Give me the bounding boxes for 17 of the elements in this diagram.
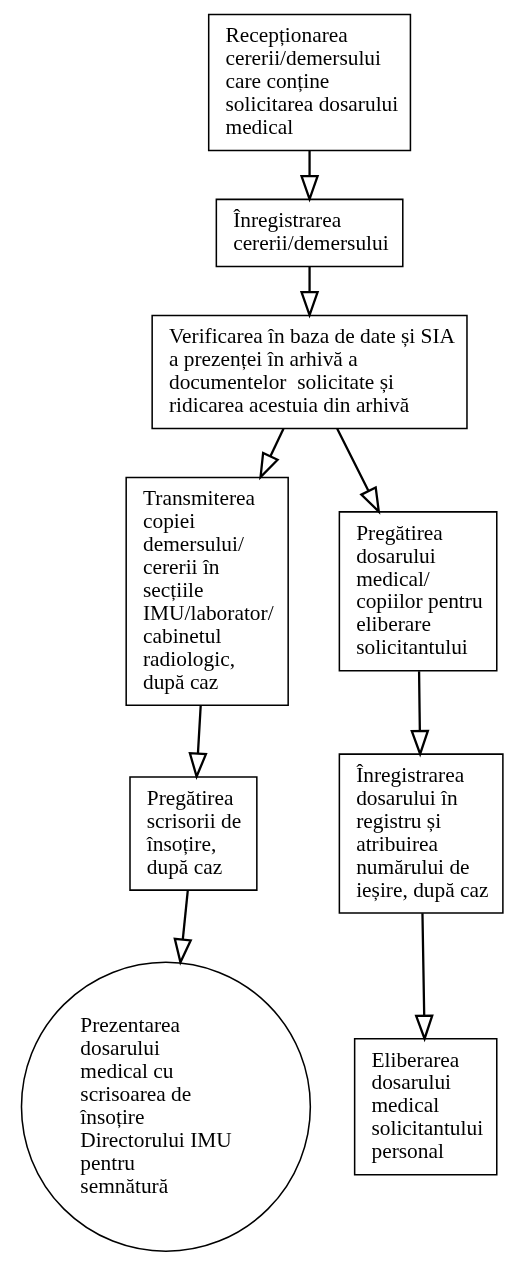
arrow: [259, 428, 285, 481]
arrow: [410, 671, 430, 758]
node-box: Înregistrarea cererii/demersului: [215, 198, 404, 268]
node-circle: Prezentarea dosarului medical cu scrisoarea de însoțire Directorului IMU pentru semnătură: [20, 961, 312, 1252]
arrow: [336, 428, 381, 515]
arrow: [414, 913, 434, 1043]
node-box: Pregătirea scrisorii de însoțire, după caz: [129, 776, 258, 891]
arrow: [299, 266, 320, 319]
node-box: Pregătirea dosarului medical/ copiilor pentru eliberare solicitantului: [338, 511, 498, 672]
node-box: Verificarea în baza de date și SIA a prezenței în arhivă a documentelor solicitate și ridicarea acestuia din arhivă: [151, 314, 468, 430]
node-box: Înregistrarea dosarului în registru și atribuirea numărului de ieșire, după caz: [338, 753, 504, 914]
node-box: Transmiterea copiei demersului/ cererii în secțiile IMU/laborator/ cabinetul radiologic, după caz: [125, 476, 289, 706]
node-box: Eliberarea dosarului medical solicitantului personal: [353, 1037, 498, 1176]
arrow: [188, 705, 208, 781]
arrow: [299, 150, 320, 203]
arrow: [173, 890, 193, 966]
node-box: Recepționarea cererii/demersului care conține solicitarea dosarului medical: [207, 13, 412, 152]
